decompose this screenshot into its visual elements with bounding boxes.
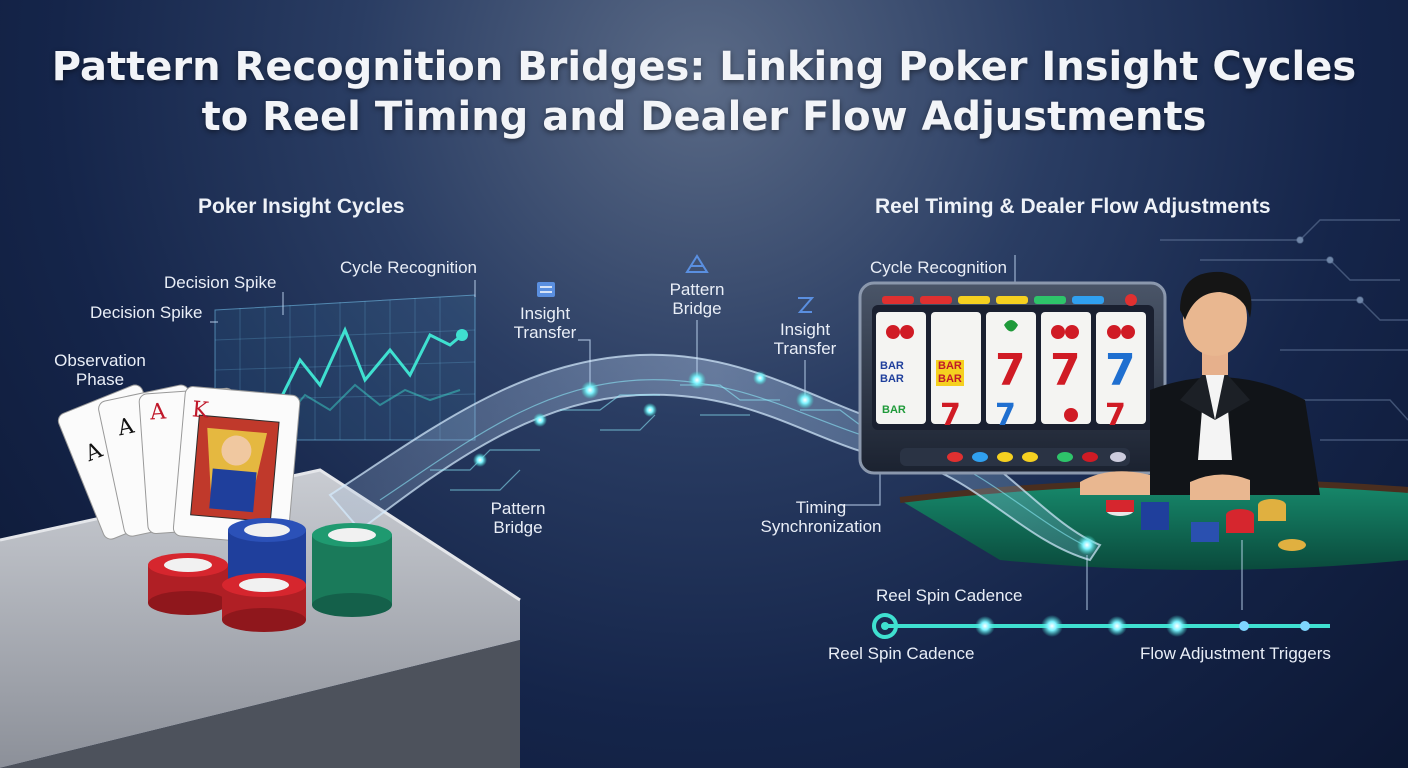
title-line-1: Pattern Recognition Bridges: Linking Pok… [51,44,1357,90]
slot-seven-1: 7 [995,345,1026,396]
pattern-bridge-icon [685,254,709,273]
cycle-recognition-label-right: Cycle Recognition [870,258,1008,277]
decision-spike-label-1: Decision Spike [164,273,277,292]
circuit-traces [1160,219,1408,441]
bar-text-1: BAR [880,360,904,372]
insight-transfer-1-line-1: Insight [519,304,571,323]
bar-text-3: BAR [938,360,962,372]
timing-sync-label: Timing Synchronization [755,498,887,536]
poker-chips-left [148,518,392,632]
timing-line-1: Timing [795,498,847,517]
transfer-arrows-icon [797,297,815,313]
slot-bar-symbol-3: BAR [882,404,906,416]
observation-phase-label: Observation Phase [50,351,150,389]
card-rank-4: K [190,397,210,424]
bar-text-2: BAR [880,373,904,385]
reel-spin-cadence-top: Reel Spin Cadence [876,586,1023,605]
insight-transfer-2-line-2: Transfer [773,339,837,358]
observation-line-1: Observation [54,351,146,370]
reel-timing-heading: Reel Timing & Dealer Flow Adjustments [875,195,1271,218]
flow-adjustment-triggers-label: Flow Adjustment Triggers [1140,644,1331,663]
insight-transfer-label-2: Insight Transfer [765,320,845,358]
poker-insight-heading: Poker Insight Cycles [198,195,405,218]
observation-line-2: Phase [75,370,125,389]
slot-top-lights [882,294,1137,306]
slot-seven-5: 7 [995,398,1016,433]
slot-machine [858,281,1167,475]
pattern-bridge-top-line-2: Bridge [672,299,722,318]
dealer-figure [1080,271,1320,500]
slot-buttons [900,448,1130,466]
timing-line-2: Synchronization [760,517,882,536]
insight-transfer-label-1: Insight Transfer [505,304,585,342]
playing-cards [57,384,301,546]
slot-seven-6: 7 [1105,398,1126,433]
slot-bar-symbol-2: BAR BAR [936,360,964,386]
dealer-chips [1106,499,1306,551]
insight-transfer-icon [537,282,555,297]
card-rank-3: A [149,399,167,426]
insight-transfer-2-line-1: Insight [779,320,831,339]
cadence-timeline [872,613,1330,639]
pattern-bridge-low-line-2: Bridge [493,518,543,537]
decision-spike-label-2: Decision Spike [90,303,203,322]
pattern-bridge-label-low: Pattern Bridge [478,499,558,537]
slot-bar-symbol-1: BAR BAR [880,360,904,386]
slot-seven-4: 7 [940,398,961,433]
title-line-2: to Reel Timing and Dealer Flow Adjustmen… [201,94,1207,140]
slot-seven-3: 7 [1105,345,1136,396]
pattern-bridge-top-line-1: Pattern [669,280,725,299]
pattern-bridge-label-top: Pattern Bridge [657,280,737,318]
pattern-bridge-ribbon [328,353,1102,562]
cycle-recognition-label-left: Cycle Recognition [340,258,478,277]
insight-transfer-1-line-2: Transfer [513,323,577,342]
slot-seven-2: 7 [1050,345,1081,396]
bar-text-4: BAR [938,373,962,385]
pattern-bridge-low-line-1: Pattern [490,499,546,518]
reel-spin-cadence-bottom: Reel Spin Cadence [828,644,975,663]
